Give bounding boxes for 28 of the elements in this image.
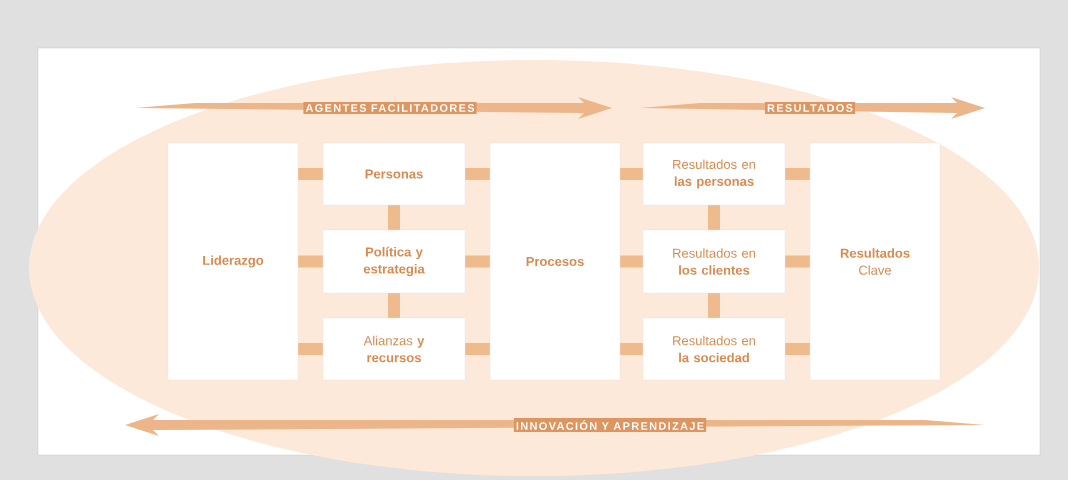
connector xyxy=(620,343,643,355)
connector xyxy=(465,343,490,355)
connector xyxy=(465,255,490,268)
box: Personas xyxy=(322,142,466,206)
connector xyxy=(708,293,720,318)
box: Resultados en los clientes xyxy=(642,229,786,294)
box: Política y estrategia xyxy=(322,229,466,294)
band-label: INNOVACIÓN Y APRENDIZAJE xyxy=(513,418,707,432)
band-label: AGENTES FACILITADORES xyxy=(303,102,477,114)
connector xyxy=(785,168,810,180)
box: Liderazgo xyxy=(167,142,299,381)
connector xyxy=(708,205,720,230)
connector xyxy=(388,205,400,230)
box: Resultados en la sociedad xyxy=(642,317,786,381)
connector xyxy=(388,293,400,318)
connector xyxy=(785,255,810,268)
connector xyxy=(298,168,323,180)
connector xyxy=(298,255,323,268)
box: Alianzas y recursos xyxy=(322,317,466,381)
box: Procesos xyxy=(489,142,621,381)
connector xyxy=(298,343,323,355)
connector xyxy=(620,168,643,180)
box: Resultados en las personas xyxy=(642,142,786,206)
band-label: RESULTADOS xyxy=(765,102,855,114)
connector xyxy=(620,255,643,268)
connector xyxy=(785,343,810,355)
box: Resultados Clave xyxy=(809,142,941,381)
connector xyxy=(465,168,490,180)
